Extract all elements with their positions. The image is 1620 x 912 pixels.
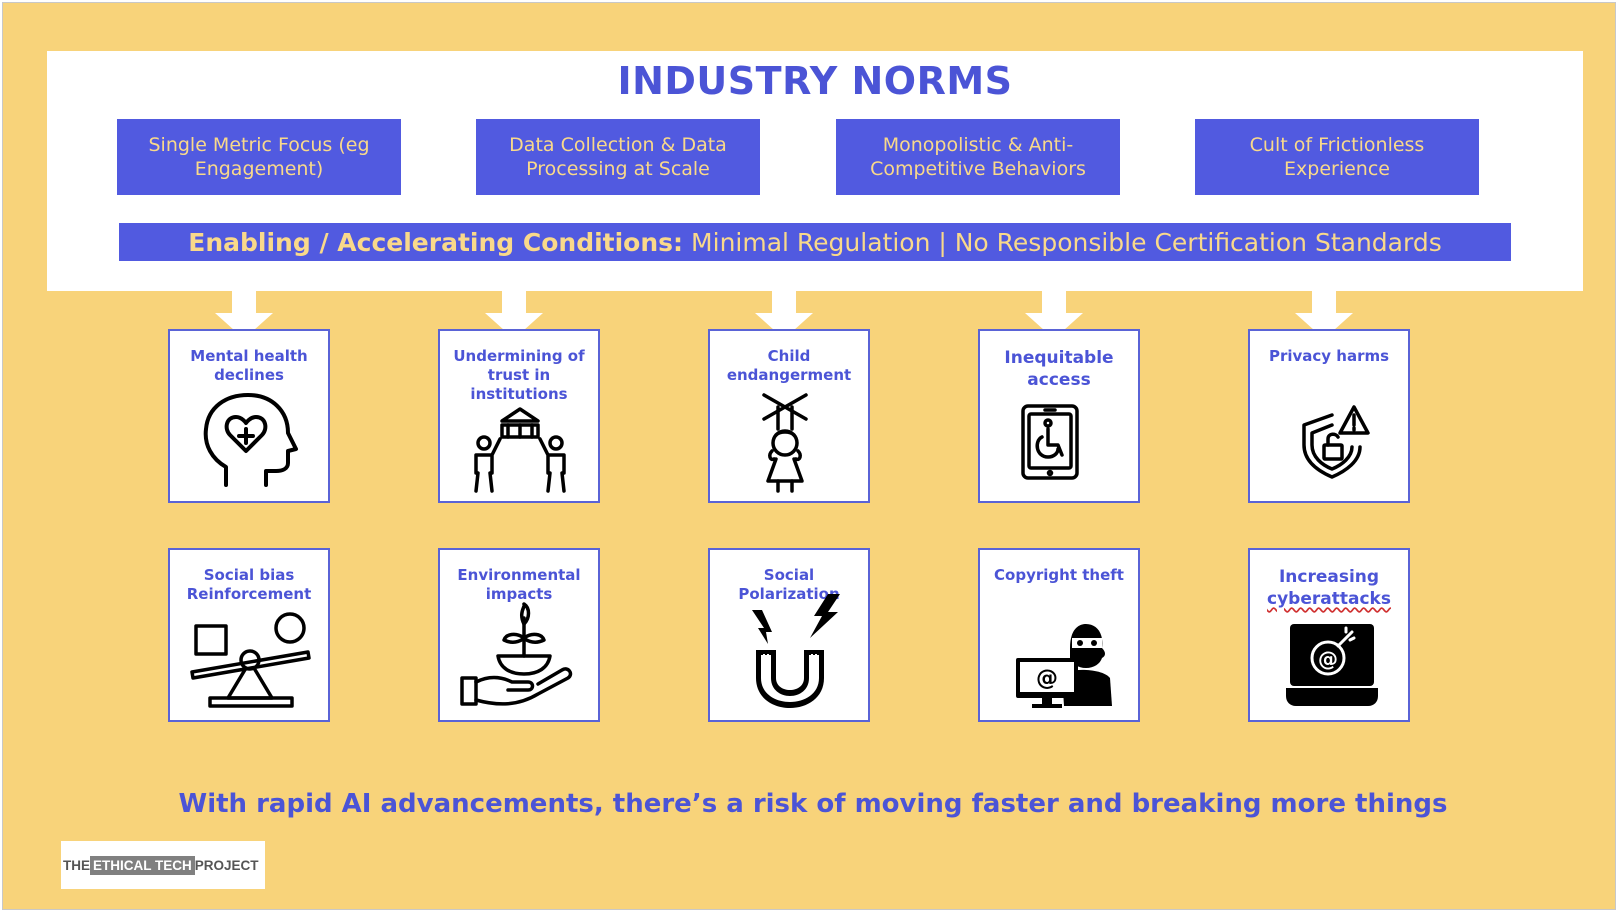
harm-card-privacy: Privacy harms	[1248, 329, 1410, 503]
harm-label: Privacy harms	[1268, 347, 1390, 365]
harm-label: Social bias Reinforcement	[186, 566, 312, 603]
norm-frictionless: Cult of Frictionless Experience	[1195, 119, 1479, 195]
laptop-bomb-icon: @	[1286, 624, 1378, 706]
harm-card-access: Inequitable access	[978, 329, 1140, 503]
svg-text:@: @	[1318, 647, 1338, 671]
harm-label-line2: cyberattacks	[1267, 589, 1391, 609]
harm-card-cyberattacks: Increasing cyberattacks @	[1248, 548, 1410, 722]
footer-tagline: With rapid AI advancements, there’s a ri…	[178, 789, 1448, 819]
harm-label: Social Polarization	[738, 566, 840, 603]
conditions-label: Enabling / Accelerating Conditions:	[188, 227, 684, 257]
logo-right: PROJECT	[194, 857, 259, 873]
harm-card-child: Child endangerment	[708, 329, 870, 503]
plant-hand-icon	[460, 602, 573, 706]
ethical-tech-project-logo: THE ETHICAL TECH PROJECT	[61, 841, 265, 889]
harm-label-line1: Increasing	[1278, 567, 1380, 587]
norm-monopolistic: Monopolistic & Anti-Competitive Behavior…	[836, 119, 1120, 195]
down-arrow-icon	[1295, 291, 1353, 339]
harm-card-environment: Environmental impacts	[438, 548, 600, 722]
harm-label: Increasing cyberattacks	[1254, 566, 1404, 610]
down-arrow-icon	[1025, 291, 1083, 339]
mental-health-head-icon	[203, 393, 298, 487]
marionette-child-icon	[762, 393, 808, 493]
tablet-wheelchair-icon	[1021, 404, 1079, 480]
down-arrow-icon	[485, 291, 543, 339]
shield-warning-icon	[1302, 405, 1370, 479]
harm-card-mental-health: Mental health declines	[168, 329, 330, 503]
down-arrow-icon	[755, 291, 813, 339]
harm-card-social-bias: Social bias Reinforcement	[168, 548, 330, 722]
harm-card-copyright: Copyright theft @	[978, 548, 1140, 722]
harm-label: Child endangerment	[726, 347, 852, 384]
svg-text:@: @	[1036, 666, 1058, 691]
norm-data-collection: Data Collection & Data Processing at Sca…	[476, 119, 760, 195]
norm-single-metric: Single Metric Focus (eg Engagement)	[117, 119, 401, 195]
conditions-text: Minimal Regulation | No Responsible Cert…	[691, 227, 1442, 257]
harm-card-polarization: Social Polarization	[708, 548, 870, 722]
harm-label: Copyright theft	[994, 566, 1124, 584]
down-arrow-icon	[215, 291, 273, 339]
logo-middle: ETHICAL TECH	[90, 855, 195, 875]
industry-norms-title: INDUSTRY NORMS	[617, 59, 1013, 103]
enabling-conditions-bar: Enabling / Accelerating Conditions: Mini…	[119, 223, 1511, 261]
harm-label: Undermining of trust in institutions	[453, 347, 585, 403]
magnet-icon	[752, 594, 840, 708]
harm-label: Inequitable access	[1004, 348, 1114, 390]
harm-card-trust: Undermining of trust in institutions	[438, 329, 600, 503]
seesaw-icon	[190, 612, 311, 708]
harm-label: Environmental impacts	[457, 566, 581, 603]
industry-norms-panel: INDUSTRY NORMS Single Metric Focus (eg E…	[47, 51, 1583, 291]
harm-label: Mental health declines	[190, 347, 308, 384]
hacker-computer-icon: @	[1016, 624, 1112, 708]
logo-left: THE	[63, 857, 90, 873]
institution-people-icon	[474, 407, 566, 493]
